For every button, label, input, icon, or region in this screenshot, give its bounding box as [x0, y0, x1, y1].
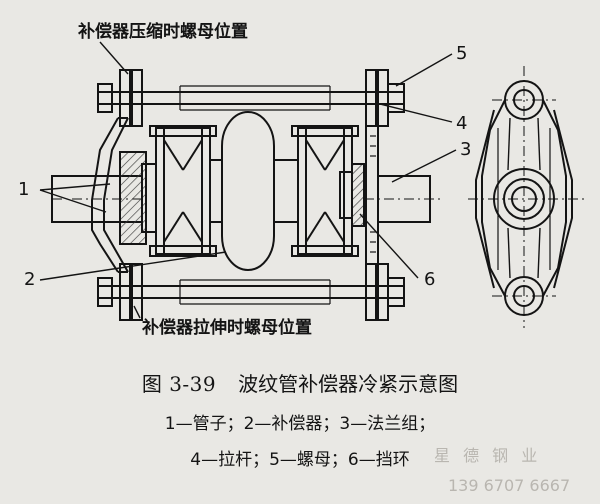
- scale-ticks: [370, 135, 376, 253]
- watermark-phone: 139 6707 6667: [448, 476, 571, 495]
- right-end-frame: [365, 125, 379, 265]
- callout-6: 6: [424, 269, 436, 290]
- nuts-left-bottom: [97, 263, 143, 321]
- bellows-center: [210, 111, 298, 271]
- callout-5: 5: [456, 43, 468, 64]
- callout-1: 1: [18, 179, 30, 200]
- flange-right: [339, 163, 365, 227]
- nuts-right-top: [365, 69, 405, 127]
- watermark-text: 星 德 钢 业: [434, 446, 542, 465]
- figure-title: 波纹管补偿器冷紧示意图: [238, 372, 459, 396]
- legend-line-2: 4—拉杆；5—螺母；6—挡环: [190, 450, 410, 470]
- tie-rod-bottom: [98, 279, 405, 305]
- callout-2: 2: [24, 269, 36, 290]
- nuts-right-bottom: [365, 263, 405, 321]
- callout-4: 4: [456, 113, 468, 134]
- figure-number: 图 3-39: [141, 372, 217, 396]
- callout-3: 3: [460, 139, 472, 160]
- bellows-right: [291, 125, 359, 257]
- leader-lines: [39, 41, 457, 319]
- side-view: [468, 66, 586, 328]
- stretch-position-label: 补偿器拉伸时螺母位置: [142, 318, 312, 338]
- flange-left: [119, 151, 157, 245]
- figure-caption: 图 3-39 波纹管补偿器冷紧示意图: [0, 371, 600, 397]
- compress-position-label: 补偿器压缩时螺母位置: [78, 22, 248, 42]
- tie-rod-top: [98, 85, 405, 111]
- legend-line-1: 1—管子；2—补偿器；3—法兰组；: [164, 414, 436, 434]
- pipe-right: [364, 175, 440, 223]
- bellows-left: [149, 125, 217, 257]
- left-end-frame: [91, 117, 129, 273]
